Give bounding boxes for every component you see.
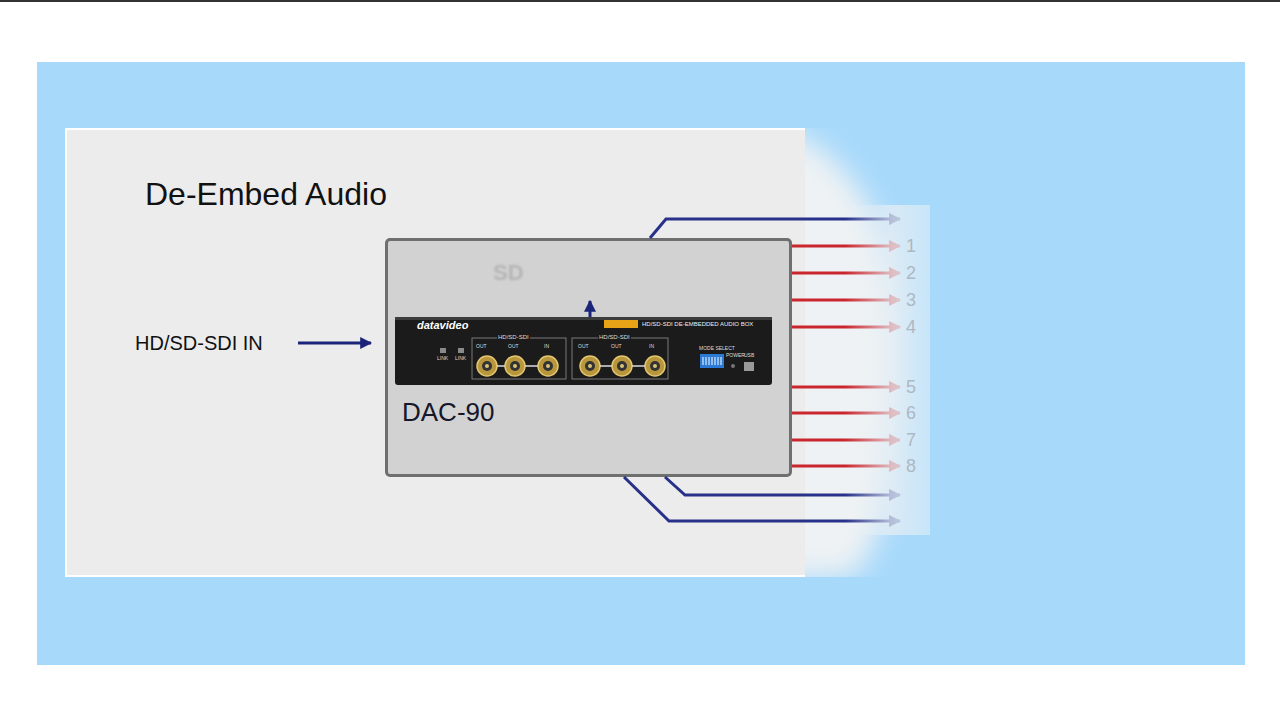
illustration-part (588, 364, 592, 368)
illustration-part (721, 357, 722, 365)
device-edge (395, 317, 772, 320)
illustration-part (477, 356, 497, 376)
illustration-part (715, 357, 716, 365)
port-link (600, 365, 612, 367)
audio-arrow (792, 439, 900, 442)
usb-port (744, 362, 754, 371)
audio-arrow (792, 412, 900, 415)
illustration-part (510, 361, 520, 371)
illustration-part (709, 357, 710, 365)
port-group (572, 338, 668, 379)
channel-number: 7 (906, 431, 916, 449)
illustration-part (712, 357, 713, 365)
gray-panel (65, 128, 805, 577)
top-rule (0, 0, 1280, 2)
illustration-part (505, 356, 525, 376)
link-led (458, 348, 464, 353)
sdi-output-arrow (624, 477, 900, 521)
model-tag (604, 320, 638, 328)
power-led (731, 364, 735, 368)
illustration-part (617, 361, 627, 371)
illustration-part (653, 364, 657, 368)
illustration-part (612, 356, 632, 376)
illustration-part (650, 361, 660, 371)
channel-number: 4 (906, 318, 916, 336)
sdi-output-arrow (650, 219, 900, 238)
audio-arrow (792, 386, 900, 389)
illustration-part (585, 361, 595, 371)
link-led (440, 348, 446, 353)
device-name: DAC-90 (402, 399, 494, 425)
audio-output-arrows (792, 246, 900, 466)
up-arrow (589, 301, 592, 317)
port-link (632, 365, 645, 367)
illustration-part (543, 361, 553, 371)
illustration-part (482, 361, 492, 371)
audio-arrow (792, 245, 900, 248)
audio-arrow (792, 299, 900, 302)
illustration-part (485, 364, 489, 368)
audio-arrow (792, 272, 900, 275)
channel-number: 6 (906, 404, 916, 422)
port-group (472, 338, 566, 379)
channel-number: 2 (906, 264, 916, 282)
audio-arrow (792, 465, 900, 468)
illustration-part (645, 356, 665, 376)
illustration-part (580, 356, 600, 376)
dip-switch (700, 354, 724, 368)
port-link (525, 365, 538, 367)
port-link (497, 365, 505, 367)
channel-number: 3 (906, 291, 916, 309)
dip-levers (703, 357, 721, 365)
illustration-part (620, 364, 624, 368)
channel-number: 1 (906, 237, 916, 255)
illustration-part (546, 364, 550, 368)
illustration-part (706, 357, 707, 365)
illustration-part (538, 356, 558, 376)
device-box: DAC-90 (385, 238, 792, 477)
bnc-connectors (477, 356, 665, 376)
audio-arrow (792, 326, 900, 329)
panel-border (66, 129, 805, 576)
input-label: HD/SD-SDI IN (135, 333, 263, 353)
channel-number: 5 (906, 378, 916, 396)
slide-title: De-Embed Audio (145, 178, 387, 210)
blue-backdrop (37, 62, 1245, 665)
illustration-part (513, 364, 517, 368)
illustration-part (703, 357, 704, 365)
device-body (395, 317, 772, 385)
device-front-panel (395, 317, 772, 385)
illustration-part (718, 357, 719, 365)
edge-fade (845, 205, 930, 535)
input-arrow (298, 342, 371, 345)
sdi-output-arrow (665, 477, 900, 495)
channel-number: 8 (906, 457, 916, 475)
